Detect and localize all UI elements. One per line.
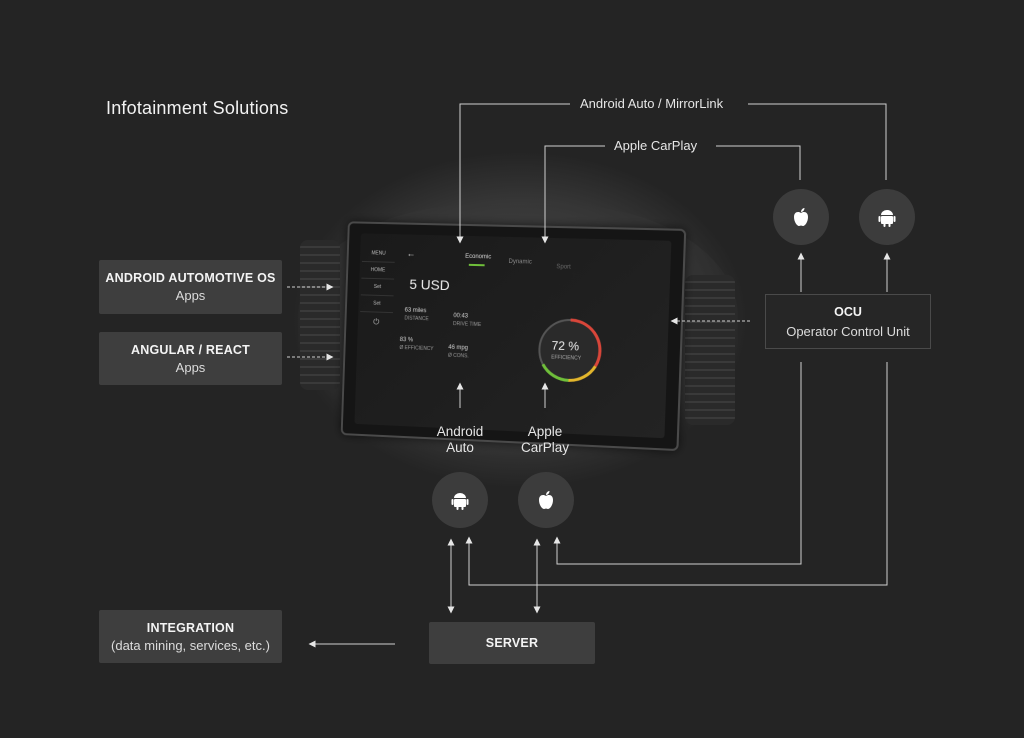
angular-react-subtitle: Apps [175, 359, 206, 375]
angular-react-box[interactable]: ANGULAR / REACT Apps [99, 332, 282, 385]
left-air-vent [300, 240, 340, 390]
ocu-box[interactable]: OCU Operator Control Unit [765, 294, 931, 349]
display-screen: MENU HOME Set Set ⏻ ← Economic Dynamic S… [354, 233, 672, 439]
server-box[interactable]: SERVER [429, 622, 595, 664]
ocu-title: OCU [834, 304, 862, 319]
android-icon [451, 493, 469, 510]
angular-react-title: ANGULAR / REACT [131, 342, 250, 357]
apple-icon [539, 491, 553, 509]
apple-icon [794, 208, 808, 226]
efficiency-gauge [528, 304, 612, 398]
apple-circle-bottom[interactable] [518, 472, 574, 528]
page-title: Infotainment Solutions [106, 98, 289, 118]
server-title: SERVER [485, 636, 539, 650]
android-mirrorlink-label: Android Auto / MirrorLink [572, 96, 732, 111]
ocu-subtitle: Operator Control Unit [786, 323, 910, 339]
android-automotive-title: ANDROID AUTOMOTIVE OS [105, 271, 276, 285]
infotainment-display: MENU HOME Set Set ⏻ ← Economic Dynamic S… [340, 221, 687, 452]
android-circle-bottom[interactable] [432, 472, 488, 528]
integration-subtitle: (data mining, services, etc.) [111, 637, 270, 653]
right-air-vent [685, 275, 735, 425]
integration-box[interactable]: INTEGRATION (data mining, services, etc.… [99, 610, 282, 663]
android-icon [878, 210, 896, 227]
apple-circle[interactable] [773, 189, 829, 245]
integration-title: INTEGRATION [146, 620, 235, 635]
android-automotive-subtitle: Apps [175, 288, 206, 303]
carplay-top-label: Apple CarPlay [606, 138, 706, 153]
android-circle[interactable] [859, 189, 915, 245]
android-automotive-box[interactable]: ANDROID AUTOMOTIVE OS Apps [99, 260, 282, 314]
